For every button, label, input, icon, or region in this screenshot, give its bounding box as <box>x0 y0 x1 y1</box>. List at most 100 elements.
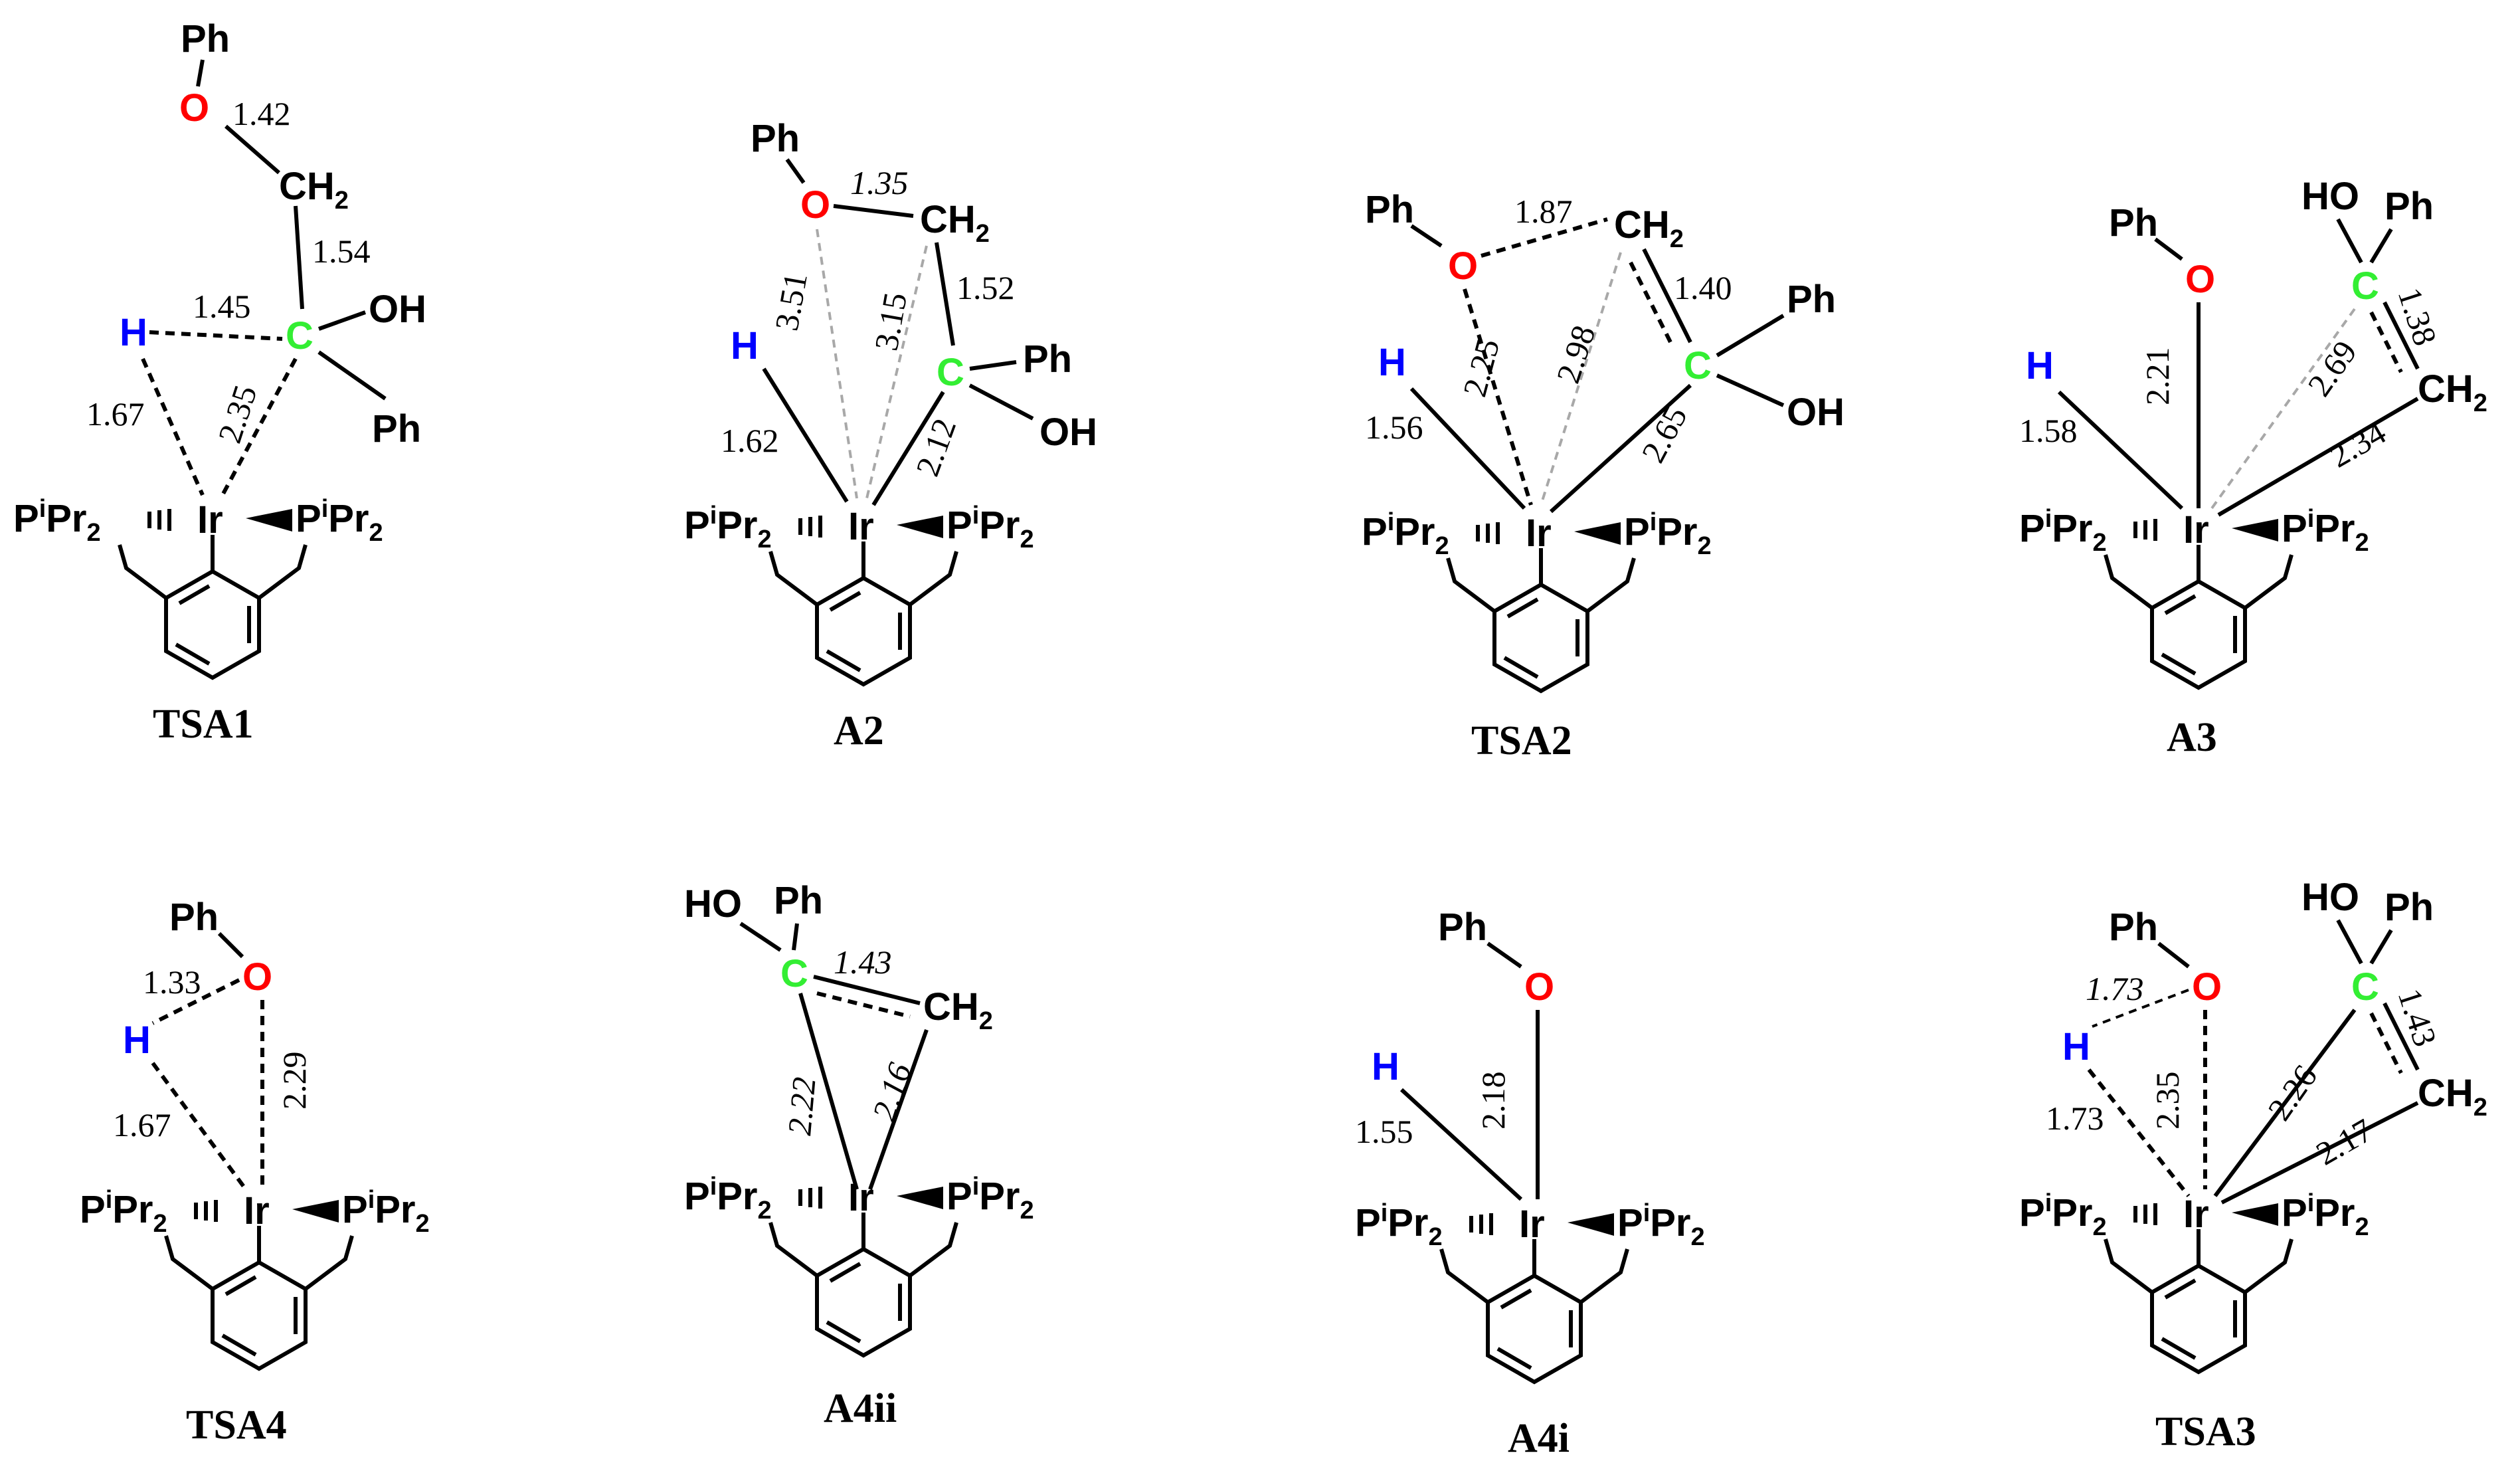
distance-label: 1.40 <box>1674 269 1732 306</box>
phenyl-label: Ph <box>751 117 800 160</box>
distance-label: 3.15 <box>867 290 914 353</box>
structure-tsa3: PiPr2 Ir PiPr2 Ph O 1.73 2.35 H 1.73 HO … <box>2019 876 2487 1454</box>
structure-a4ii: PiPr2 Ir PiPr2 HO Ph C 1.43 CH2 2.22 2.1… <box>684 879 1034 1431</box>
distance-label: 2.35 <box>211 381 264 448</box>
hydrogen-atom: H <box>731 324 759 367</box>
structure-tsa2: PiPr2 Ir PiPr2 Ph O 1.87 CH2 2.25 2.98 1… <box>1362 188 1845 763</box>
structure-label: A3 <box>2167 715 2217 760</box>
p-ipr2-left: PiPr2 <box>2019 1189 2107 1241</box>
hydroxyl-label: HO <box>2301 175 2359 218</box>
phenyl-label: Ph <box>774 879 823 922</box>
distance-label: 1.73 <box>2086 970 2144 1007</box>
distance-label: 2.25 <box>1456 335 1507 401</box>
distance-label: 1.67 <box>86 395 145 433</box>
distance-label: 1.55 <box>1355 1113 1413 1150</box>
oxygen-atom: O <box>2192 965 2222 1009</box>
distance-label: 2.22 <box>780 1076 822 1137</box>
structure-tsa1: PiPr2 Ir PiPr2 Ph O 1.42 CH2 1.54 C OH P… <box>13 17 426 747</box>
phenyl-label: Ph <box>1023 338 1072 381</box>
structure-a3: PiPr2 Ir PiPr2 Ph O 2.21 HO Ph C 1.38 CH… <box>2019 175 2487 760</box>
structure-label: TSA4 <box>186 1403 287 1448</box>
hydrogen-atom: H <box>1378 341 1406 384</box>
structure-label: A4i <box>1508 1416 1570 1461</box>
carbon-atom: C <box>780 952 808 995</box>
phenyl-label: Ph <box>1365 188 1414 231</box>
distance-label: 1.43 <box>834 943 892 981</box>
distance-label: 1.62 <box>721 422 779 459</box>
phenyl-label: Ph <box>2109 201 2158 245</box>
distance-label: 2.16 <box>865 1058 918 1126</box>
hydrogen-atom: H <box>123 1019 151 1062</box>
p-ipr2-right: PiPr2 <box>946 502 1034 553</box>
carbon-atom: C <box>2351 965 2379 1009</box>
phenyl-label: Ph <box>2109 906 2158 949</box>
iridium-atom: Ir <box>1526 512 1552 555</box>
hydroxyl-label: OH <box>369 288 426 331</box>
hydrogen-atom: H <box>1372 1045 1399 1088</box>
iridium-atom: Ir <box>848 1176 874 1219</box>
structure-a4i: PiPr2 Ir PiPr2 Ph O 2.18 H 1.55 A4i <box>1355 906 1705 1461</box>
iridium-atom: Ir <box>1519 1203 1545 1246</box>
p-ipr2-left: PiPr2 <box>684 502 772 553</box>
distance-label: 1.54 <box>312 233 371 270</box>
carbon-atom: C <box>2351 264 2379 308</box>
distance-label: 1.87 <box>1514 193 1573 230</box>
distance-label: 2.12 <box>909 413 964 480</box>
oxygen-atom: O <box>2185 258 2215 301</box>
hydroxyl-label: OH <box>1039 411 1097 454</box>
carbon-atom: C <box>937 351 964 394</box>
iridium-atom: Ir <box>2183 508 2209 551</box>
phenyl-label: Ph <box>372 407 421 450</box>
oxygen-atom: O <box>1524 965 1554 1009</box>
carbon-atom: C <box>1684 344 1712 387</box>
distance-label: 2.65 <box>1634 400 1694 469</box>
hydroxyl-label: HO <box>684 882 742 926</box>
iridium-atom: Ir <box>244 1189 270 1232</box>
oxygen-atom: O <box>242 955 272 999</box>
phenyl-label: Ph <box>2385 185 2434 228</box>
distance-label: 1.73 <box>2046 1100 2104 1137</box>
p-ipr2-right: PiPr2 <box>296 495 383 547</box>
structure-a2: PiPr2 Ir PiPr2 Ph O 1.35 CH2 3.51 3.15 1… <box>684 117 1097 753</box>
distance-label: 2.18 <box>1475 1072 1512 1130</box>
iridium-atom: Ir <box>2183 1193 2209 1236</box>
distance-label: 2.17 <box>2310 1111 2379 1172</box>
hydroxyl-label: OH <box>1787 391 1845 434</box>
hydroxyl-label: HO <box>2301 876 2359 919</box>
phenyl-label: Ph <box>169 896 219 939</box>
p-ipr2-left: PiPr2 <box>1355 1199 1443 1251</box>
phenyl-label: Ph <box>1438 906 1487 949</box>
distance-label: 1.52 <box>956 269 1015 306</box>
oxygen-atom: O <box>800 183 830 227</box>
phenyl-label: Ph <box>181 17 230 60</box>
p-ipr2-right: PiPr2 <box>2282 1189 2369 1241</box>
structure-tsa4: PiPr2 Ir PiPr2 Ph O 1.33 2.29 H 1.67 TSA… <box>80 896 430 1448</box>
ch2-group: CH2 <box>2418 1072 2487 1122</box>
distance-label: 2.21 <box>2139 347 2176 406</box>
p-ipr2-right: PiPr2 <box>1617 1199 1705 1251</box>
hydrogen-atom: H <box>2026 344 2054 387</box>
ch2-group: CH2 <box>2418 367 2487 417</box>
hydrogen-atom: H <box>2062 1025 2090 1068</box>
distance-label: 2.69 <box>2300 334 2364 403</box>
oxygen-atom: O <box>1448 245 1478 288</box>
pincer-backbone <box>768 1187 958 1358</box>
distance-label: 2.35 <box>2149 1072 2186 1130</box>
pincer-backbone <box>118 509 308 680</box>
ch2-group: CH2 <box>279 165 349 215</box>
distance-label: 1.56 <box>1365 409 1423 446</box>
distance-label: 2.98 <box>1549 321 1602 388</box>
ch2-group: CH2 <box>920 198 990 248</box>
iridium-atom: Ir <box>848 505 874 548</box>
distance-label: 1.45 <box>193 288 251 325</box>
p-ipr2-right: PiPr2 <box>342 1186 430 1238</box>
phenyl-label: Ph <box>2385 886 2434 929</box>
hydrogen-atom: H <box>120 311 147 354</box>
p-ipr2-left: PiPr2 <box>13 495 101 547</box>
p-ipr2-left: PiPr2 <box>684 1173 772 1225</box>
phenyl-label: Ph <box>1787 278 1836 321</box>
structure-label: A2 <box>834 708 884 753</box>
structure-label: TSA3 <box>2155 1409 2256 1454</box>
p-ipr2-left: PiPr2 <box>80 1186 167 1238</box>
